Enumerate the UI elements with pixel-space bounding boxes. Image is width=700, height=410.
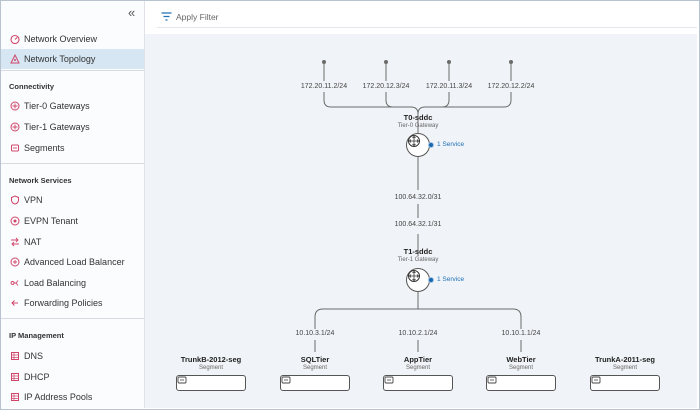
segment-type: Segment bbox=[198, 365, 224, 371]
segment-icon bbox=[384, 376, 394, 384]
segment-ip-label: 10.10.3.1/24 bbox=[295, 330, 335, 337]
router-icon bbox=[408, 135, 420, 147]
section-title-network-services: Network Services bbox=[9, 176, 72, 185]
nav-load-balancing[interactable]: Load Balancing bbox=[1, 273, 144, 293]
uplink-ip-label: 172.20.12.2/24 bbox=[487, 83, 535, 90]
nav-network-overview[interactable]: Network Overview bbox=[1, 29, 144, 49]
t0-gateway-node[interactable] bbox=[406, 133, 430, 157]
nav-ip-address-pools[interactable]: IP Address Pools bbox=[1, 387, 144, 407]
topology-icon bbox=[8, 54, 22, 64]
divider bbox=[1, 318, 144, 319]
topology-canvas: 172.20.11.2/24 172.20.12.3/24 172.20.11.… bbox=[145, 34, 697, 408]
nav-evpn-tenant[interactable]: EVPN Tenant bbox=[1, 211, 144, 231]
filter-icon bbox=[161, 12, 172, 21]
nav-label: Segments bbox=[24, 143, 65, 153]
transit-ip-label: 100.64.32.1/31 bbox=[394, 221, 442, 228]
load-balancing-icon bbox=[8, 278, 22, 288]
nav-advanced-load-balancer[interactable]: Advanced Load Balancer bbox=[1, 252, 144, 272]
nav-label: Load Balancing bbox=[24, 278, 87, 288]
segments-icon bbox=[8, 143, 22, 153]
nav-label: EVPN Tenant bbox=[24, 216, 78, 226]
nav-label: Advanced Load Balancer bbox=[24, 257, 125, 267]
evpn-icon bbox=[8, 216, 22, 226]
nav-label: IP Address Pools bbox=[24, 392, 93, 402]
dashboard-icon bbox=[8, 34, 22, 44]
segment-node-trunka[interactable] bbox=[590, 375, 660, 391]
segment-node-sqltier[interactable] bbox=[280, 375, 350, 391]
t0-services-count: 1 Service bbox=[437, 141, 465, 148]
nav-tier0-gateways[interactable]: Tier-0 Gateways bbox=[1, 96, 144, 116]
nav-forwarding-policies[interactable]: Forwarding Policies bbox=[1, 293, 144, 313]
segment-ip-label: 10.10.1.1/24 bbox=[501, 330, 541, 337]
nav-tier1-gateways[interactable]: Tier-1 Gateways bbox=[1, 117, 144, 137]
tier0-gateway-icon bbox=[8, 101, 22, 111]
nav-nat[interactable]: NAT bbox=[1, 232, 144, 252]
segment-name: WebTier bbox=[506, 355, 536, 364]
dhcp-icon bbox=[8, 372, 22, 382]
t0-services-link[interactable]: 1 Service bbox=[428, 141, 464, 148]
vpn-icon bbox=[8, 195, 22, 205]
section-title-ip-management: IP Management bbox=[9, 331, 64, 340]
nav-label: NAT bbox=[24, 237, 42, 247]
nav-label: DHCP bbox=[24, 372, 50, 382]
divider bbox=[1, 163, 144, 164]
collapse-sidebar-button[interactable]: « bbox=[128, 5, 136, 20]
nav-label: DNS bbox=[24, 351, 44, 361]
segment-icon bbox=[591, 376, 601, 384]
ip-pool-icon bbox=[8, 392, 22, 402]
service-dot-icon bbox=[428, 141, 434, 148]
service-dot-icon bbox=[428, 276, 434, 283]
section-title-connectivity: Connectivity bbox=[9, 82, 55, 91]
segment-ip-label: 10.10.2.1/24 bbox=[398, 330, 438, 337]
nav-vpn[interactable]: VPN bbox=[1, 190, 144, 210]
nat-icon bbox=[8, 237, 22, 247]
nav-label: Tier-1 Gateways bbox=[24, 122, 90, 132]
nav-label: Network Overview bbox=[24, 34, 98, 44]
segment-icon bbox=[487, 376, 497, 384]
segment-icon bbox=[177, 376, 187, 384]
nav-dhcp[interactable]: DHCP bbox=[1, 367, 144, 387]
nav-label: Forwarding Policies bbox=[24, 298, 103, 308]
nav-label: VPN bbox=[24, 195, 43, 205]
apply-filter-label: Apply Filter bbox=[176, 11, 219, 22]
dns-icon bbox=[8, 351, 22, 361]
uplink-ip-label: 172.20.12.3/24 bbox=[362, 83, 410, 90]
nav-label: Network Topology bbox=[24, 54, 96, 64]
segment-name: SQLTier bbox=[300, 355, 330, 364]
nav-label: Tier-0 Gateways bbox=[24, 101, 90, 111]
segment-icon bbox=[281, 376, 291, 384]
segment-name: AppTier bbox=[403, 355, 433, 364]
t0-gateway-type: Tier-0 Gateway bbox=[397, 123, 439, 129]
t1-services-count: 1 Service bbox=[437, 276, 465, 283]
segment-node-trunkb[interactable] bbox=[176, 375, 246, 391]
nav-dns[interactable]: DNS bbox=[1, 346, 144, 366]
t1-gateway-type: Tier-1 Gateway bbox=[397, 257, 439, 263]
transit-ip-label: 100.64.32.0/31 bbox=[394, 194, 442, 201]
segment-name: TrunkA-2011-seg bbox=[594, 355, 656, 364]
segment-node-apptier[interactable] bbox=[383, 375, 453, 391]
uplink-ip-label: 172.20.11.2/24 bbox=[300, 83, 348, 90]
segment-type: Segment bbox=[405, 365, 431, 371]
segment-node-webtier[interactable] bbox=[486, 375, 556, 391]
t1-services-link[interactable]: 1 Service bbox=[428, 276, 464, 283]
topology-links bbox=[314, 60, 522, 352]
segment-type: Segment bbox=[612, 365, 638, 371]
segment-name: TrunkB-2012-seg bbox=[180, 355, 242, 364]
divider bbox=[1, 70, 144, 71]
t1-gateway-node[interactable] bbox=[406, 268, 430, 292]
uplink-ip-label: 172.20.11.3/24 bbox=[425, 83, 473, 90]
router-icon bbox=[408, 270, 420, 282]
segment-type: Segment bbox=[302, 365, 328, 371]
advanced-lb-icon bbox=[8, 257, 22, 267]
nav-segments[interactable]: Segments bbox=[1, 138, 144, 158]
apply-filter-bar[interactable]: Apply Filter bbox=[157, 6, 697, 28]
t0-gateway-name: T0-sddc bbox=[403, 113, 433, 122]
sidebar: « Network Overview Network Topology Conn… bbox=[1, 1, 145, 408]
nav-network-topology[interactable]: Network Topology bbox=[1, 49, 144, 69]
t1-gateway-name: T1-sddc bbox=[403, 247, 433, 256]
forwarding-icon bbox=[8, 298, 22, 308]
segment-type: Segment bbox=[508, 365, 534, 371]
tier1-gateway-icon bbox=[8, 122, 22, 132]
